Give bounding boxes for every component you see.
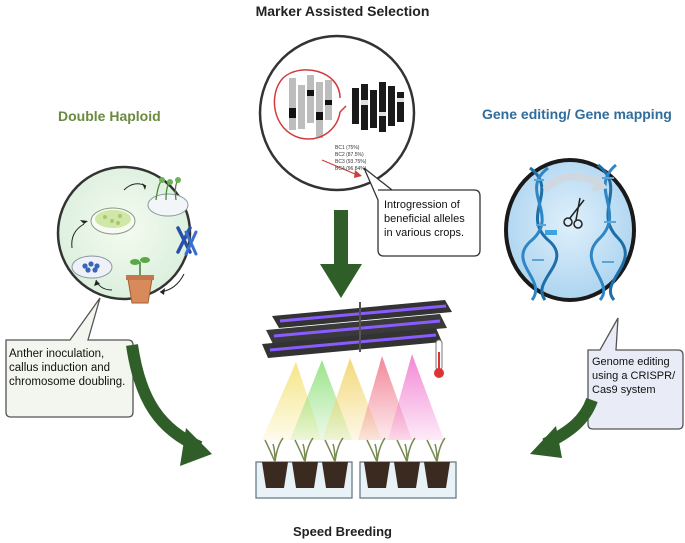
mas-down-arrow-icon (320, 210, 362, 298)
backcross-label: BC2 (87.5%) (335, 152, 364, 158)
scissors-icon (563, 197, 585, 229)
mas-circle (258, 34, 416, 192)
led-lamp-icon (262, 300, 452, 358)
mas-callout-text: Introgression of beneficial alleles in v… (384, 199, 465, 239)
thermometer-icon (434, 339, 444, 378)
speed-breeding-setup (255, 300, 457, 499)
backcross-label: BC1 (75%) (335, 145, 360, 151)
ge-title: Gene editing/ Gene mapping (482, 106, 672, 122)
ge-curved-arrow-icon (530, 397, 598, 458)
dh-callout-bubble (5, 297, 134, 418)
dh-curved-arrow-icon (126, 344, 212, 466)
mas-callout-bubble (363, 167, 481, 257)
recurrent-chromosomes-icon (352, 82, 404, 132)
ge-callout-bubble (587, 317, 684, 430)
mas-title: Marker Assisted Selection (255, 3, 430, 19)
dh-callout-text: Anther inoculation, callus induction and… (9, 348, 126, 388)
dh-title: Double Haploid (58, 108, 161, 124)
ge-circle (504, 158, 636, 302)
dh-circle (56, 165, 198, 304)
backcross-label: BC4 (96.84%) (335, 166, 367, 172)
backcross-label: BC3 (93.75%) (335, 159, 367, 165)
donor-chromosomes-icon (289, 75, 332, 138)
speed-breeding-title: Speed Breeding (293, 524, 392, 539)
seedling-pots-icon (262, 437, 450, 488)
selection-loop-icon (273, 69, 341, 140)
ge-callout-text: Genome editing using a CRISPR/ Cas9 syst… (592, 356, 676, 396)
